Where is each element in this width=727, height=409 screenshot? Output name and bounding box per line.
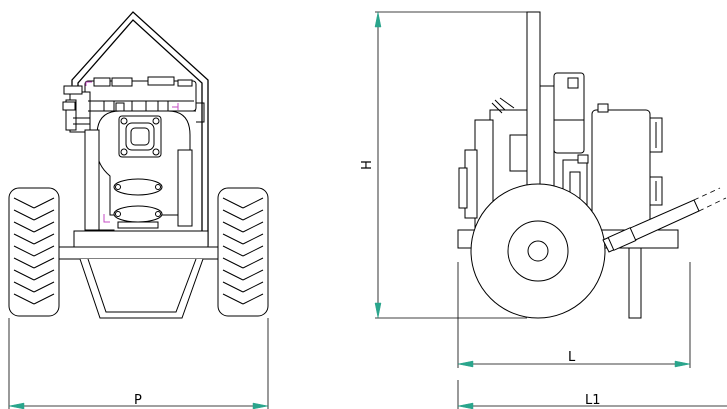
side-tow-bar	[602, 187, 727, 253]
dimension-l-label: L	[568, 350, 576, 365]
front-left-wheel	[8, 187, 60, 317]
dimension-h	[374, 11, 527, 319]
front-view: P	[8, 11, 269, 409]
front-engine	[62, 76, 205, 133]
front-base-frame	[57, 230, 221, 319]
dimension-h-label: H	[360, 160, 375, 170]
dimension-p	[8, 318, 269, 409]
front-right-wheel	[217, 187, 269, 317]
dimension-p-label: P	[134, 393, 142, 408]
dimension-l	[457, 262, 691, 368]
dimension-l1-label: L1	[585, 393, 601, 408]
front-pump-housing	[84, 110, 193, 239]
dimension-l1	[457, 380, 727, 409]
side-view: H L L1	[360, 11, 727, 409]
side-wheel	[470, 183, 606, 319]
